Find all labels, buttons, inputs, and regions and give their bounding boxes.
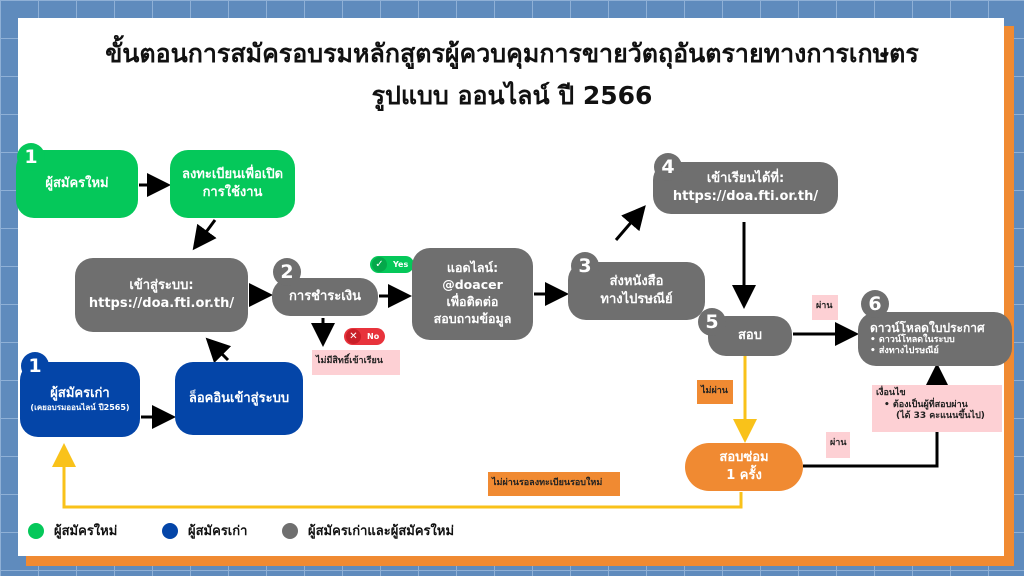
line-label3: เพื่อติดต่อ — [446, 294, 499, 309]
certificate-node: ดาวน์โหลดใบประกาศ• ดาวน์โหลดในระบบ• ส่งท… — [858, 312, 1012, 366]
x-icon: ✕ — [346, 329, 361, 344]
condition-detail: (ได้ 33 คะแนนขึ้นไป) — [896, 411, 985, 422]
register-node: ลงทะเบียนเพื่อเปิดการใช้งาน — [170, 150, 295, 218]
step-badge: 1 — [17, 143, 45, 171]
title-line2: รูปแบบ ออนไลน์ ปี 2566 — [371, 81, 653, 110]
login-label1: เข้าสู่ระบบ: — [129, 278, 194, 294]
register-label1: ลงทะเบียนเพื่อเปิด — [181, 167, 284, 183]
check-icon: ✓ — [372, 257, 387, 272]
legend-label: ผู้สมัครเก่า — [188, 524, 248, 539]
send-label2: ทางไปรษณีย์ — [600, 292, 673, 307]
step-badge: 1 — [21, 352, 49, 380]
wait-note: ไม่ผ่านรอลงทะเบียนรอบใหม่ — [488, 472, 620, 496]
certificate-label: ดาวน์โหลดใบประกาศ — [870, 321, 985, 335]
no-badge: ✕ No — [344, 328, 386, 345]
pass-note: ผ่าน — [812, 295, 838, 320]
step-badge: 6 — [861, 290, 889, 318]
legend-both: ผู้สมัครเก่าและผู้สมัครใหม่ — [282, 520, 454, 541]
study-node: เข้าเรียนได้ที่: https://doa.fti.or.th/ — [653, 162, 838, 214]
yes-label: Yes — [393, 260, 409, 269]
pass-note: ผ่าน — [826, 432, 850, 458]
legend-dot-gray — [282, 522, 298, 539]
fail-note: ไม่ผ่าน — [697, 380, 733, 404]
payment-label: การชำระเงิน — [289, 289, 361, 305]
line-label4: สอบถามข้อมูล — [433, 310, 512, 326]
exam-label: สอบ — [738, 328, 762, 344]
no-label: No — [367, 332, 380, 341]
no-right-note: ไม่มีสิทธิ์เข้าเรียน — [312, 350, 400, 375]
step-badge: 5 — [698, 308, 726, 336]
condition-note: เงื่อนไข• ต้องเป็นผู้ที่สอบผ่าน(ได้ 33 ค… — [872, 385, 1002, 432]
step-badge: 2 — [273, 258, 301, 286]
old-login-node: ล็อคอินเข้าสู่ระบบ — [175, 362, 303, 435]
title-line1: ขั้นตอนการสมัครอบรมหลักสูตรผู้ควบคุมการข… — [105, 39, 919, 68]
line-id: @doacer — [442, 277, 503, 293]
legend-old: ผู้สมัครเก่า — [162, 520, 247, 541]
login-system-node: เข้าสู่ระบบ: https://doa.fti.or.th/ — [75, 258, 248, 332]
register-label2: การใช้งาน — [202, 185, 263, 200]
new-applicant-label: ผู้สมัครใหม่ — [45, 176, 109, 192]
yes-badge: ✓ Yes — [370, 256, 415, 273]
line-label1: แอดไลน์: — [446, 260, 499, 276]
send-letter-node: ส่งหนังสือทางไปรษณีย์ — [568, 262, 705, 320]
step-badge: 3 — [571, 252, 599, 280]
legend-dot-blue — [162, 522, 178, 539]
retake-label1: สอบซ่อม — [719, 450, 769, 466]
retake-label2: 1 ครั้ง — [726, 468, 762, 483]
login-url: https://doa.fti.or.th/ — [88, 296, 235, 311]
certificate-item: ดาวน์โหลดในระบบ — [878, 335, 955, 346]
legend-label: ผู้สมัครใหม่ — [54, 524, 118, 539]
study-label: เข้าเรียนได้ที่: — [706, 171, 785, 187]
certificate-item: ส่งทางไปรษณีย์ — [878, 346, 939, 357]
condition-title: เงื่อนไข — [876, 388, 906, 398]
legend-label: ผู้สมัครเก่าและผู้สมัครใหม่ — [308, 524, 455, 539]
retake-node: สอบซ่อม 1 ครั้ง — [685, 443, 803, 491]
old-applicant-sub: (เคยอบรมออนไลน์ ปี2565) — [30, 402, 130, 412]
study-url: https://doa.fti.or.th/ — [672, 189, 819, 204]
send-label1: ส่งหนังสือ — [609, 274, 664, 290]
condition-item: ต้องเป็นผู้ที่สอบผ่าน — [892, 399, 968, 410]
old-login-label: ล็อคอินเข้าสู่ระบบ — [188, 390, 290, 406]
step-badge: 4 — [654, 153, 682, 181]
legend-new: ผู้สมัครใหม่ — [28, 520, 117, 541]
old-applicant-label: ผู้สมัครเก่า — [50, 386, 110, 402]
legend-dot-green — [28, 522, 44, 539]
